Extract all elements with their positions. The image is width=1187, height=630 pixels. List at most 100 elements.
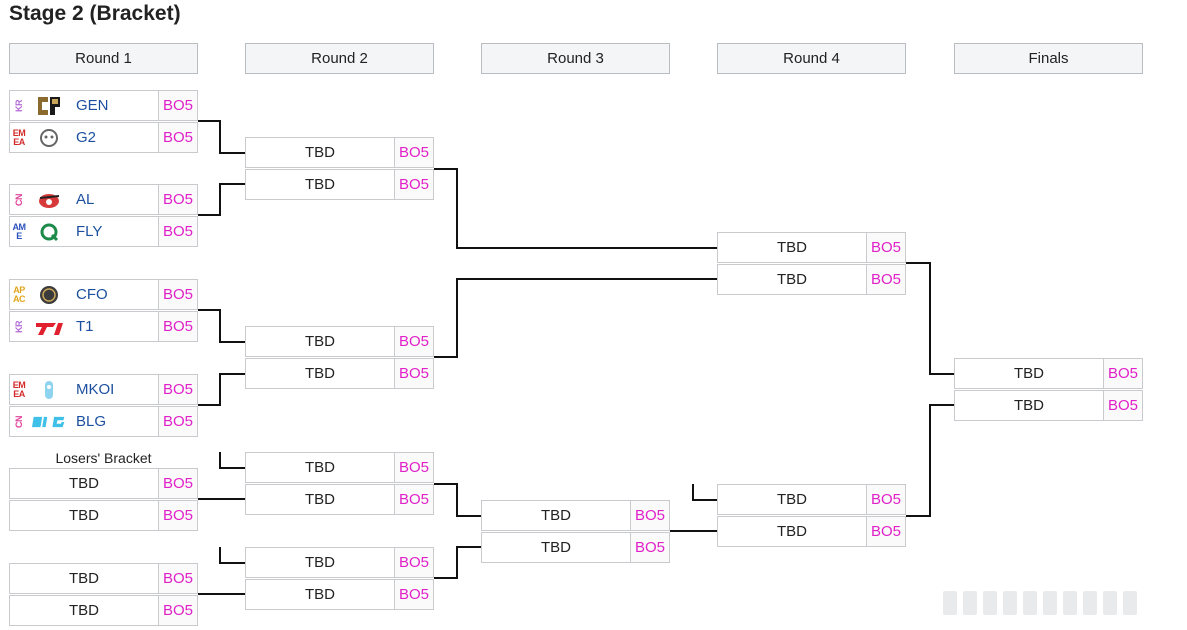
match-format: BO5 (394, 359, 433, 388)
match-format: BO5 (158, 91, 197, 120)
gen-logo-icon (38, 97, 60, 115)
team-slot[interactable]: TBD BO5 (481, 532, 670, 563)
team-slot[interactable]: TBD BO5 (245, 484, 434, 515)
team-slot[interactable]: TBD BO5 (245, 358, 434, 389)
team-name: TBD (305, 459, 335, 476)
team-slot[interactable]: KR T1 BO5 (9, 311, 198, 342)
team-slot[interactable]: TBD BO5 (9, 500, 198, 531)
match-format: BO5 (1103, 391, 1142, 420)
team-slot[interactable]: TBD BO5 (481, 500, 670, 531)
match-format: BO5 (158, 407, 197, 436)
region-badge-cn: CN (13, 415, 24, 428)
match-format: BO5 (158, 564, 197, 593)
team-slot[interactable]: TBD BO5 (954, 390, 1143, 421)
al-logo-icon (39, 194, 60, 208)
fly-logo-icon (40, 223, 59, 242)
team-name: TBD (69, 507, 99, 524)
team-name: TBD (305, 586, 335, 603)
connector-line (434, 168, 717, 249)
team-slot[interactable]: TBD BO5 (717, 484, 906, 515)
team-name: TBD (305, 333, 335, 350)
connector-line (906, 262, 954, 375)
match-format: BO5 (158, 185, 197, 214)
match-format: BO5 (630, 533, 669, 562)
match-r2-2: TBD BO5 TBD BO5 (245, 326, 434, 389)
team-name: TBD (1014, 397, 1044, 414)
connector-line (198, 183, 245, 216)
team-name: TBD (305, 365, 335, 382)
region-badge-cn: CN (13, 193, 24, 206)
team-slot[interactable]: TBD BO5 (245, 579, 434, 610)
connector-line (906, 404, 954, 517)
match-format: BO5 (630, 501, 669, 530)
losers-bracket-label: Losers' Bracket (55, 450, 152, 466)
match-format: BO5 (394, 580, 433, 609)
team-name: TBD (69, 602, 99, 619)
connector-line (219, 452, 245, 469)
team-name: TBD (541, 507, 571, 524)
region-badge-kr: KR (13, 320, 24, 333)
team-slot[interactable]: KR GEN BO5 (9, 90, 198, 121)
match-format: BO5 (394, 485, 433, 514)
team-slot[interactable]: TBD BO5 (245, 326, 434, 357)
team-name: TBD (777, 491, 807, 508)
team-name: MKOI (76, 381, 115, 398)
team-name: G2 (76, 129, 97, 146)
match-format: BO5 (158, 501, 197, 530)
team-name: TBD (305, 554, 335, 571)
team-name: TBD (305, 176, 335, 193)
t1-logo-icon (36, 323, 63, 335)
team-name: TBD (305, 144, 335, 161)
team-name: TBD (541, 539, 571, 556)
team-name: TBD (777, 523, 807, 540)
page-title: Stage 2 (Bracket) (9, 2, 181, 25)
match-format: BO5 (1103, 359, 1142, 388)
team-slot[interactable]: CN BLG BO5 (9, 406, 198, 437)
team-name: CFO (76, 286, 108, 303)
round-header-2: Round 2 (245, 43, 434, 74)
connector-line (198, 373, 245, 406)
cfo-logo-icon (40, 286, 58, 304)
match-format: BO5 (158, 280, 197, 309)
match-l3-1: TBD BO5 TBD BO5 (481, 500, 670, 563)
region-badge-kr: KR (13, 99, 24, 112)
connector-line (434, 483, 481, 517)
team-name: TBD (777, 271, 807, 288)
match-format: BO5 (394, 327, 433, 356)
match-format: BO5 (866, 485, 905, 514)
team-name: GEN (76, 97, 109, 114)
g2-logo-icon (40, 129, 58, 147)
team-name: BLG (76, 413, 107, 430)
connector-line (219, 547, 245, 564)
team-name: TBD (69, 475, 99, 492)
team-name: TBD (305, 491, 335, 508)
match-format: BO5 (158, 123, 197, 152)
team-slot[interactable]: CN AL BO5 (9, 184, 198, 215)
